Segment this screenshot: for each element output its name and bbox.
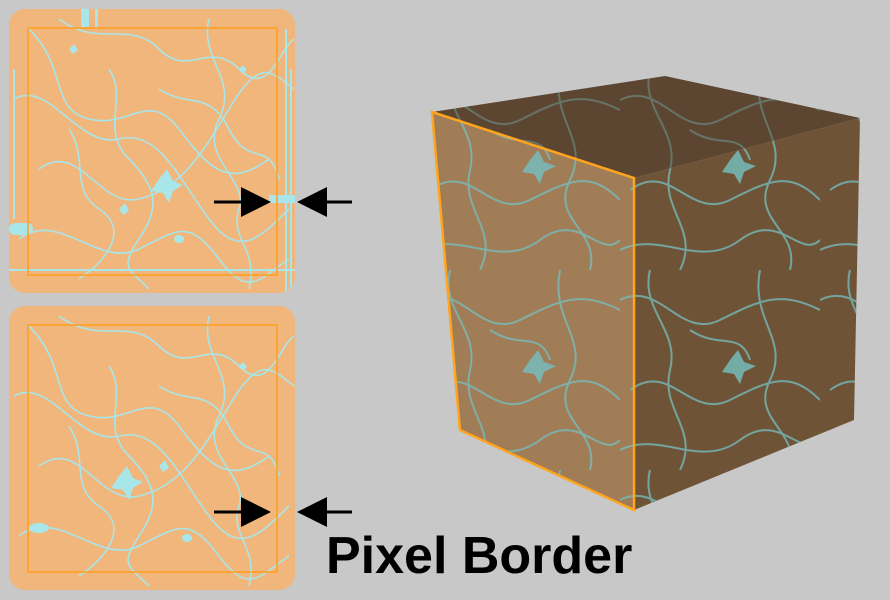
cube-front-border (430, 110, 636, 512)
caption-title: Pixel Border (326, 527, 633, 585)
textured-cube (430, 76, 860, 512)
border-outline (27, 27, 278, 276)
texture-panel-top (9, 9, 295, 293)
texture-tile-bottom (9, 306, 295, 590)
edge-artifacts (9, 9, 295, 293)
texture-tile-top (9, 9, 295, 293)
border-outline (27, 324, 278, 573)
texture-panel-bottom (9, 306, 295, 590)
